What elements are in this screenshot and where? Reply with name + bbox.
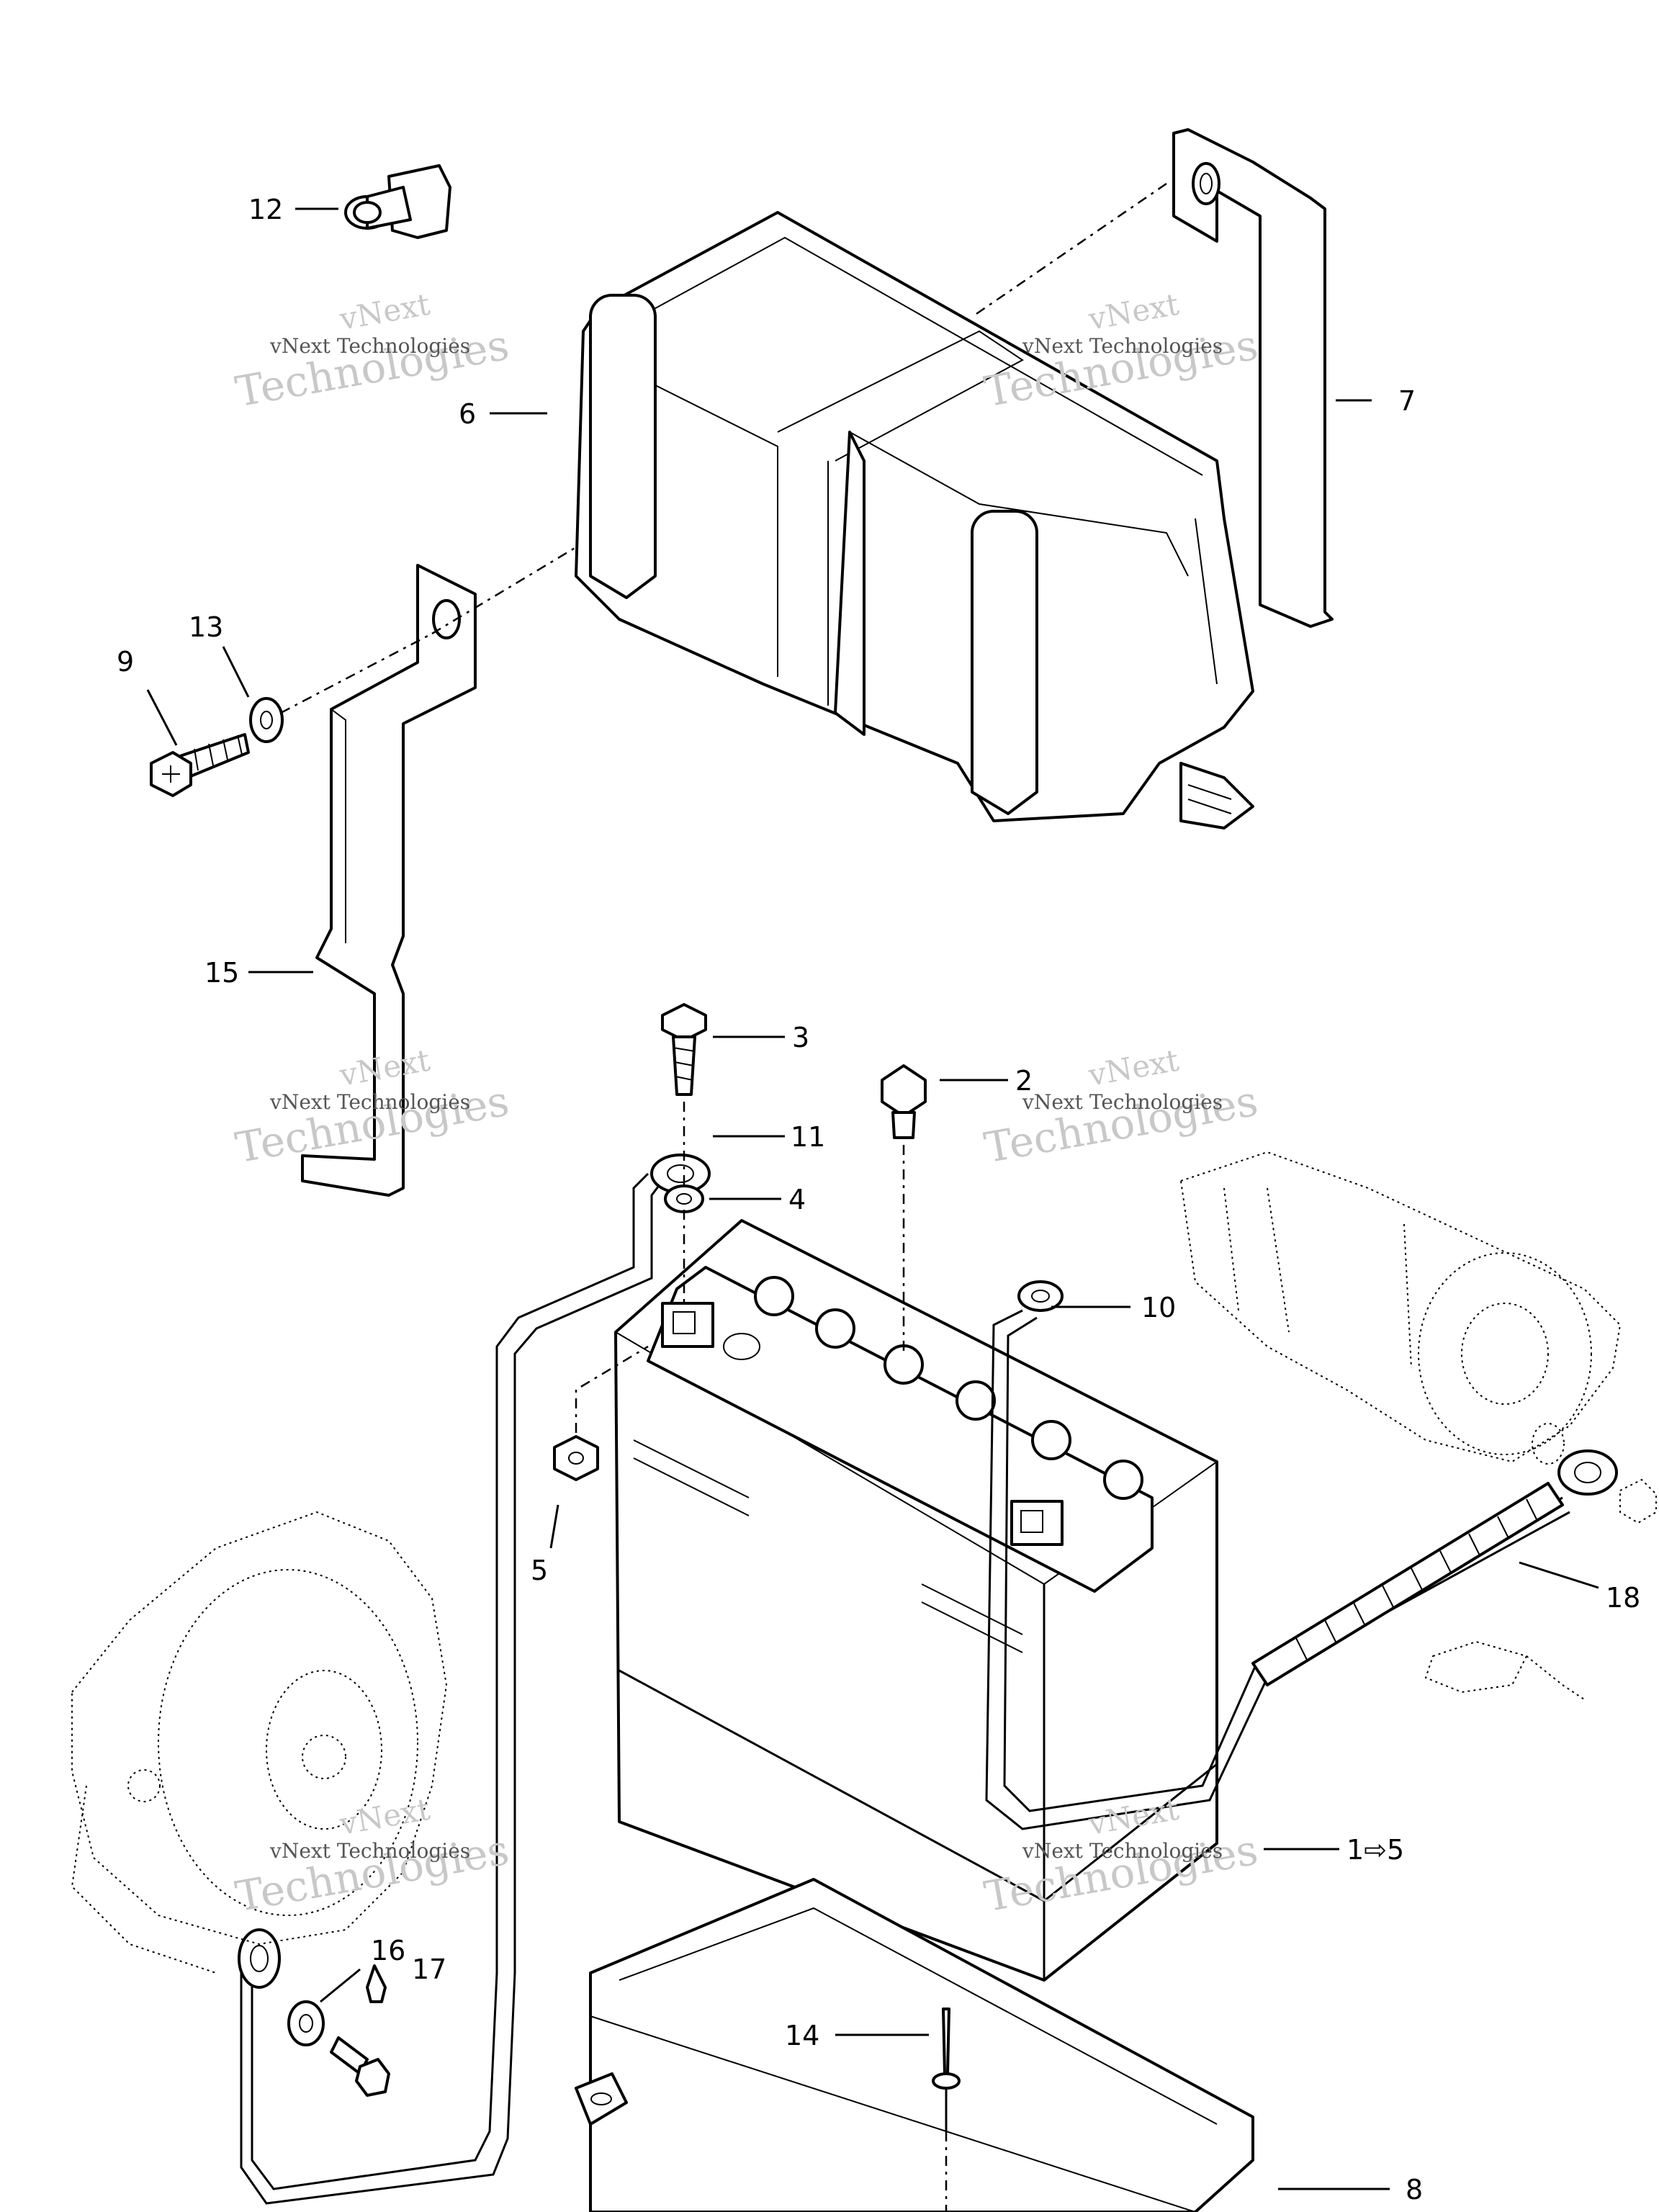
alignment-lines — [280, 182, 1167, 2212]
callouts: 1⇨5 2 3 4 5 6 7 8 9 10 11 12 13 14 15 16… — [117, 194, 1640, 2206]
magneto-housing-ghost — [71, 1511, 448, 1974]
watermark-text-small: vNext Technologies — [1022, 334, 1223, 358]
watermark-text-small: vNext Technologies — [269, 334, 470, 358]
callout-8: 8 — [1406, 2174, 1423, 2206]
callout-16: 16 — [371, 1935, 405, 1966]
battery-cover — [575, 211, 1254, 830]
callout-17: 17 — [412, 1954, 446, 1985]
watermark-text-small: vNext Technologies — [1022, 1839, 1223, 1863]
callout-6: 6 — [459, 398, 476, 430]
pin-14 — [932, 2008, 961, 2131]
callout-11: 11 — [791, 1121, 825, 1153]
callout-7: 7 — [1398, 385, 1416, 417]
watermark-text: vNext — [336, 287, 433, 337]
washer-13 — [249, 697, 284, 743]
callout-13: 13 — [189, 611, 223, 643]
starter-cable-18 — [1251, 1449, 1618, 1686]
watermark-text-small: vNext Technologies — [1022, 1090, 1223, 1114]
clip-ghost — [1424, 1640, 1585, 1700]
battery-tray — [575, 1878, 1254, 2212]
callout-18: 18 — [1606, 1582, 1640, 1614]
screw-17 — [330, 1964, 390, 2097]
screw-9 — [150, 733, 250, 797]
callout-9: 9 — [117, 646, 134, 678]
negative-cable — [238, 1154, 711, 2205]
watermark-text-small: vNext Technologies — [269, 1839, 470, 1863]
callout-15: 15 — [204, 957, 239, 989]
washer-16 — [287, 2000, 325, 2046]
callout-10: 10 — [1141, 1292, 1176, 1323]
callout-1: 1⇨5 — [1346, 1834, 1404, 1866]
callout-3: 3 — [792, 1022, 809, 1053]
callout-14: 14 — [785, 2020, 819, 2051]
watermark-text: vNext — [1085, 1043, 1182, 1093]
callout-4: 4 — [788, 1184, 806, 1215]
watermark-text-small: vNext Technologies — [269, 1090, 470, 1114]
battery — [614, 1219, 1218, 1982]
leader-lines — [146, 207, 1599, 2190]
bracket-right — [1172, 128, 1334, 628]
callout-5: 5 — [531, 1555, 548, 1586]
watermark-text: vNext — [1085, 287, 1182, 337]
battery-cell-caps — [754, 1276, 1143, 1500]
screw-3 — [661, 1003, 707, 1096]
starter-motor-ghost — [1179, 1151, 1657, 1524]
nut-5 — [553, 1435, 599, 1481]
watermark-text: vNext — [336, 1791, 433, 1842]
watermark-text: vNext — [336, 1043, 433, 1093]
vent-plug-2 — [881, 1064, 927, 1139]
callout-2: 2 — [1015, 1065, 1033, 1097]
bracket-left — [301, 564, 477, 1197]
callout-12: 12 — [248, 194, 283, 225]
vent-cap-12 — [344, 164, 451, 239]
washer-4 — [664, 1184, 704, 1213]
